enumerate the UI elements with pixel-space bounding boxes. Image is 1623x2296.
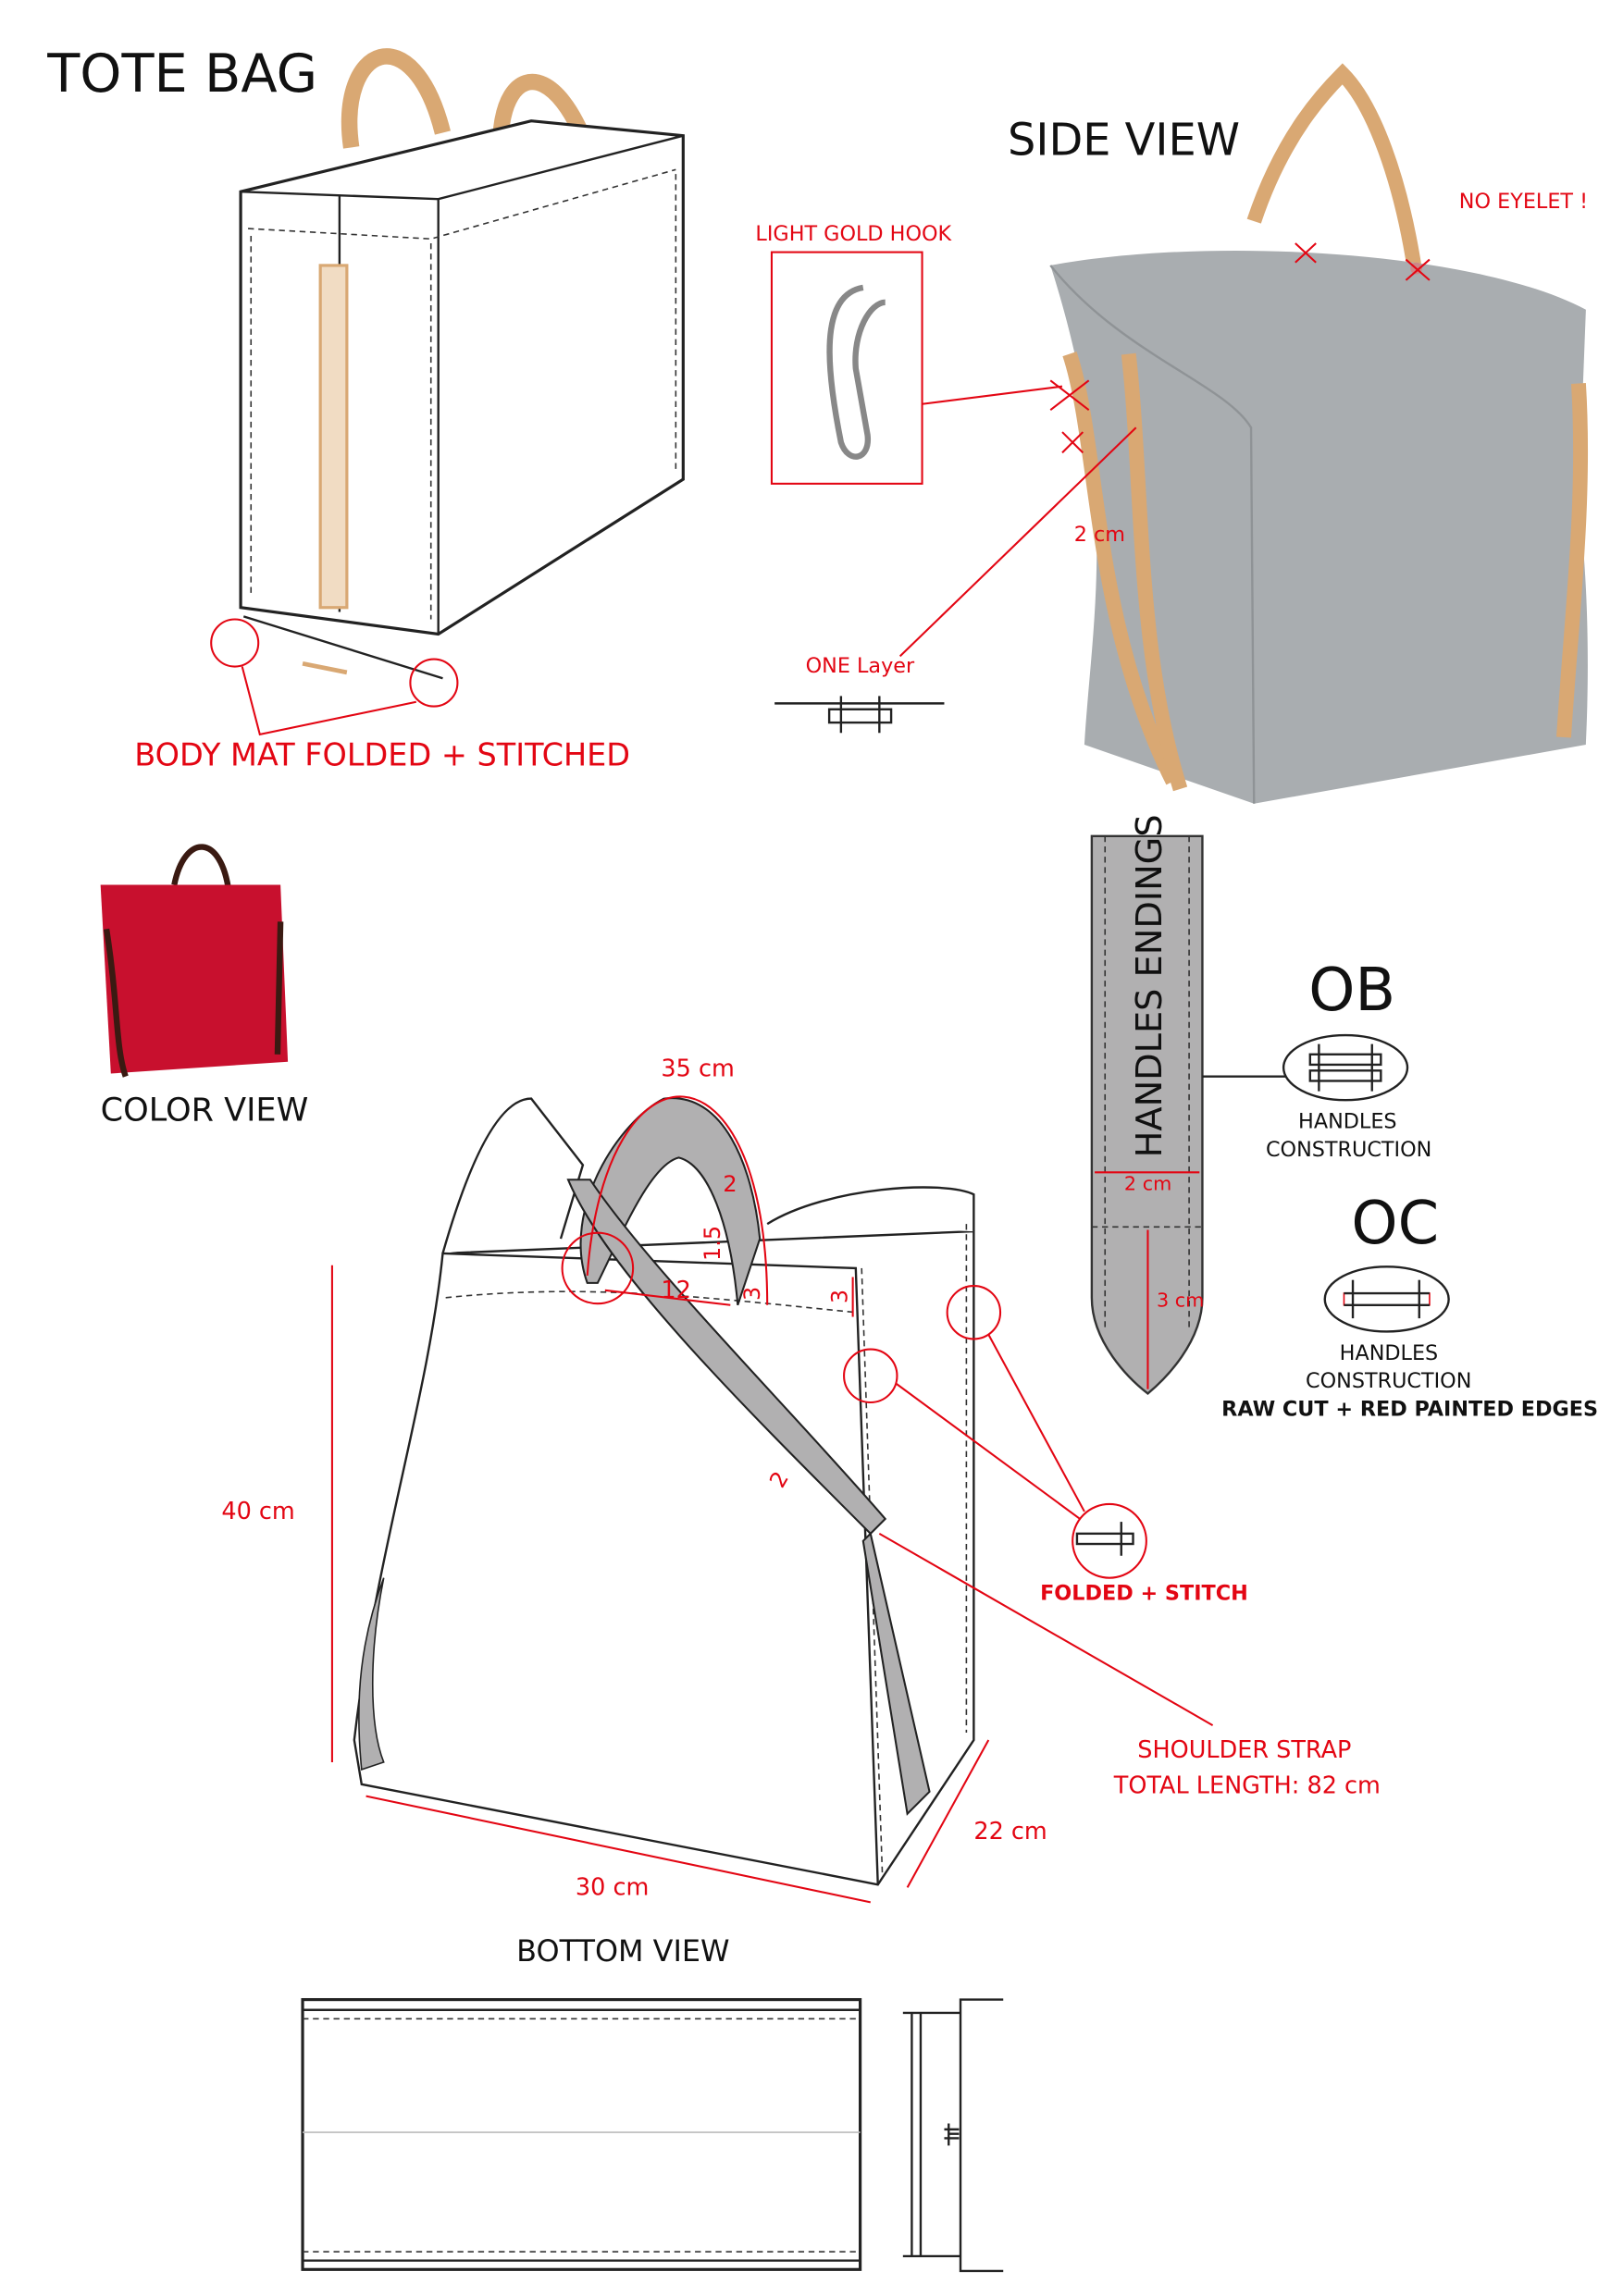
handle-overlap: 1.5 — [700, 1226, 725, 1261]
side-strap-width: 2 cm — [1074, 523, 1125, 547]
oc-construction-icon — [1323, 1265, 1450, 1333]
hook-label: LIGHT GOLD HOOK — [755, 222, 952, 246]
one-layer-icon — [774, 696, 945, 734]
handle-width: 2 — [723, 1171, 737, 1197]
hem-depth: 3 — [826, 1290, 852, 1303]
handle-spacing: 12 — [661, 1277, 690, 1304]
shoulder-strap-length: TOTAL LENGTH: 82 cm — [1113, 1771, 1381, 1799]
main-bag-sketch — [353, 1097, 975, 1886]
hook-icon — [826, 284, 886, 460]
tote-bag-sketch — [210, 48, 685, 736]
ob-construction-icon — [1282, 1033, 1409, 1102]
bottom-view-title: BOTTOM VIEW — [516, 1933, 729, 1969]
handle-ending-width: 2 cm — [1124, 1172, 1171, 1194]
oc-code: OC — [1351, 1190, 1439, 1258]
ob-label-1: HANDLES — [1298, 1109, 1397, 1133]
bag-height: 40 cm — [221, 1498, 294, 1525]
handles-endings-title: HANDLES ENDINGS — [1129, 814, 1171, 1157]
color-view-label: COLOR VIEW — [101, 1092, 309, 1129]
hook-detail-box — [770, 251, 923, 485]
body-note: BODY MAT FOLDED + STITCHED — [134, 736, 630, 772]
main-dimension-lines — [330, 1095, 1214, 1904]
color-view-bag — [100, 844, 289, 1078]
ob-code: OB — [1308, 957, 1395, 1025]
bottom-view-sketch — [301, 1997, 1004, 2273]
no-eyelet-marks — [1049, 242, 1431, 454]
oc-note: RAW CUT + RED PAINTED EDGES — [1221, 1397, 1598, 1421]
ob-label-2: CONSTRUCTION — [1266, 1138, 1431, 1162]
bag-depth: 22 cm — [973, 1818, 1047, 1845]
bag-width: 30 cm — [576, 1873, 649, 1901]
folded-stitch-icon — [1075, 1522, 1134, 1556]
shoulder-strap-title: SHOULDER STRAP — [1137, 1736, 1351, 1764]
handle-length: 35 cm — [661, 1055, 734, 1083]
handle-ending-length: 3 cm — [1157, 1289, 1204, 1311]
oc-label-2: CONSTRUCTION — [1306, 1369, 1471, 1393]
handle-ending-sketch — [1090, 834, 1287, 1395]
page-title: TOTE BAG — [46, 43, 317, 105]
layer-note: ONE Layer — [806, 654, 915, 678]
oc-label-1: HANDLES — [1340, 1341, 1439, 1365]
eyelet-note: NO EYELET ! — [1459, 190, 1588, 214]
handle-stitch: 3 — [739, 1287, 765, 1301]
side-view-title: SIDE VIEW — [1008, 115, 1240, 166]
folded-note: FOLDED + STITCH — [1040, 1582, 1248, 1606]
side-view-bag-photo — [1049, 63, 1589, 804]
